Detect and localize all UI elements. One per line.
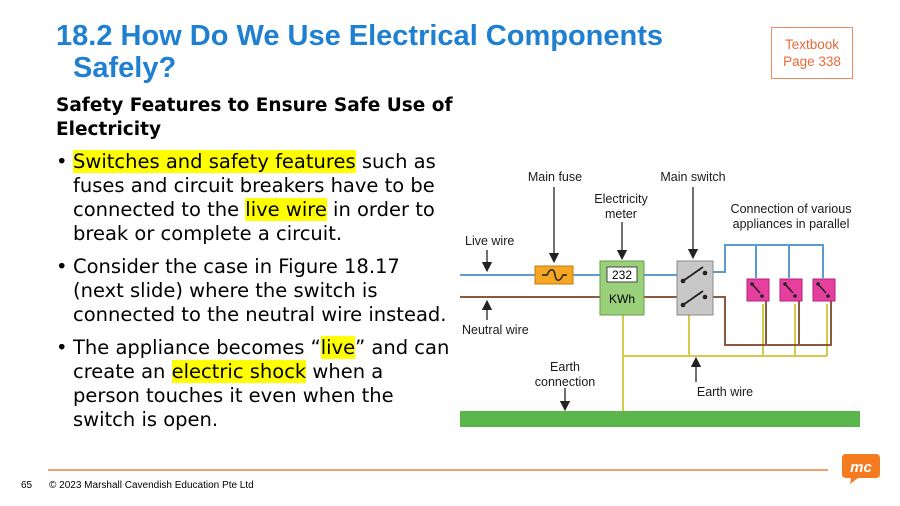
household-wiring-diagram: 232 KWh Main fuse Main switc <box>460 170 860 427</box>
label-meter-2: meter <box>605 207 637 221</box>
title-line-1: 18.2 How Do We Use Electrical Components <box>56 20 664 52</box>
bullet-text: Consider the case in Figure 18.17 (next … <box>73 255 447 326</box>
mc-logo: mc <box>842 454 880 484</box>
label-live-wire: Live wire <box>465 234 514 248</box>
electricity-meter: 232 KWh <box>599 260 645 316</box>
label-earth-wire: Earth wire <box>697 385 753 399</box>
highlight-text: electric shock <box>171 360 307 383</box>
bullet-text: such as fuses and circuit breakers have … <box>73 150 436 221</box>
label-neutral-wire: Neutral wire <box>462 323 529 337</box>
label-appliances-1: Connection of various <box>731 202 852 216</box>
bullet-item: The appliance becomes “live” and can cre… <box>56 336 451 432</box>
footer-divider <box>48 469 828 471</box>
main-fuse <box>534 265 574 285</box>
appliance-switch <box>812 278 836 302</box>
bullet-text: The appliance becomes “ <box>73 336 321 359</box>
bullet-text: in order to break or complete a circuit. <box>73 198 435 245</box>
meter-reading: 232 <box>612 268 632 282</box>
copyright-text: © 2023 Marshall Cavendish Education Pte … <box>49 480 254 491</box>
label-arrows <box>481 187 702 412</box>
ref-line-2: Page 338 <box>783 54 841 69</box>
label-appliances-2: appliances in parallel <box>733 217 850 231</box>
appliance-switch <box>746 278 770 302</box>
label-main-fuse: Main fuse <box>528 170 582 184</box>
appliance-switch <box>779 278 803 302</box>
ref-line-1: Textbook <box>784 37 840 52</box>
label-meter-1: Electricity <box>594 192 648 206</box>
logo-text: mc <box>850 459 872 476</box>
bullet-text: ” and can create an <box>73 336 450 383</box>
highlight-text: live wire <box>245 198 327 221</box>
page-number: 65 <box>21 480 33 491</box>
bullet-list: Switches and safety features such as fus… <box>56 150 451 441</box>
label-earth-connection-1: Earth <box>550 360 580 374</box>
bullet-text: when a person touches it even when the s… <box>73 360 394 431</box>
highlight-text: live <box>320 336 356 359</box>
main-switch <box>676 260 714 316</box>
neutral-wire-lines <box>460 296 832 346</box>
earth-wire-lines <box>622 304 828 411</box>
textbook-reference-box: Textbook Page 338 <box>771 27 853 79</box>
section-subheading: Safety Features to Ensure Safe Use of El… <box>56 95 453 140</box>
slide-title: 18.2 How Do We Use Electrical Components… <box>56 20 756 84</box>
title-line-2: Safely? <box>73 52 177 84</box>
bullet-item: Switches and safety features such as fus… <box>56 150 451 246</box>
ground-bar <box>460 411 860 427</box>
label-main-switch: Main switch <box>660 170 725 184</box>
meter-unit: KWh <box>609 292 635 306</box>
label-earth-connection-2: connection <box>535 375 596 389</box>
bullet-item: Consider the case in Figure 18.17 (next … <box>56 255 451 327</box>
highlight-text: Switches and safety features <box>73 150 356 173</box>
